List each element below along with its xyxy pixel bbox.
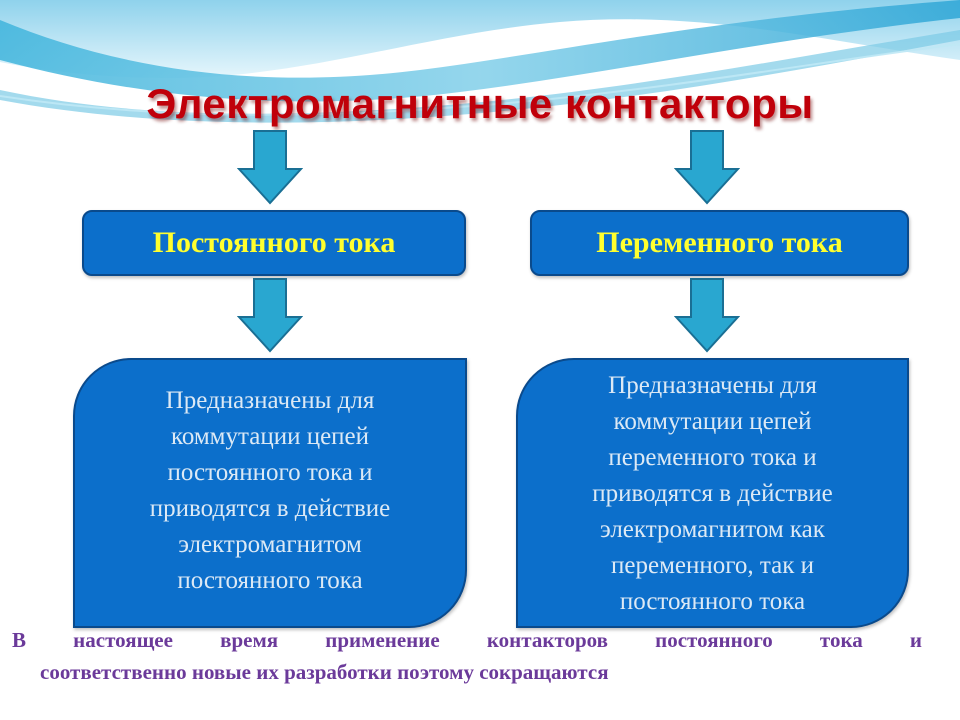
wave-background — [0, 0, 960, 129]
arrow-down-icon — [237, 278, 303, 353]
arrow-down-icon — [237, 130, 303, 205]
description-line: электромагнитом — [178, 531, 362, 558]
footer-line-1: В настоящее время применение контакторов… — [12, 628, 922, 652]
description-line: коммутации цепей — [613, 408, 812, 435]
footer-line-2: соответственно новые их разработки поэто… — [40, 660, 609, 684]
arrow-down-icon — [674, 130, 740, 205]
description-line: постоянного тока — [177, 567, 363, 594]
header-box-ac: Переменного тока — [530, 210, 909, 276]
description-box-dc: Предназначены для коммутации цепей посто… — [73, 358, 467, 628]
description-line: Предназначены для — [608, 372, 817, 399]
description-line: коммутации цепей — [170, 423, 370, 450]
description-line: переменного тока и — [608, 444, 817, 471]
arrow-down-icon — [674, 278, 740, 353]
footer-note: В настоящее время применение контакторов… — [12, 624, 922, 688]
description-line: переменного, так и — [611, 552, 814, 579]
header-box-dc: Постоянного тока — [82, 210, 466, 276]
description-line: приводятся в действие — [592, 480, 833, 507]
description-line: постоянного тока и — [167, 459, 373, 486]
slide-title: Электромагнитные контакторы — [146, 80, 814, 127]
description-line: постоянного тока — [619, 588, 806, 615]
description-line: электромагнитом как — [600, 516, 825, 543]
description-box-ac: Предназначены для коммутации цепей перем… — [516, 358, 909, 628]
description-line: Предназначены для — [165, 387, 375, 414]
description-line: приводятся в действие — [149, 495, 391, 522]
